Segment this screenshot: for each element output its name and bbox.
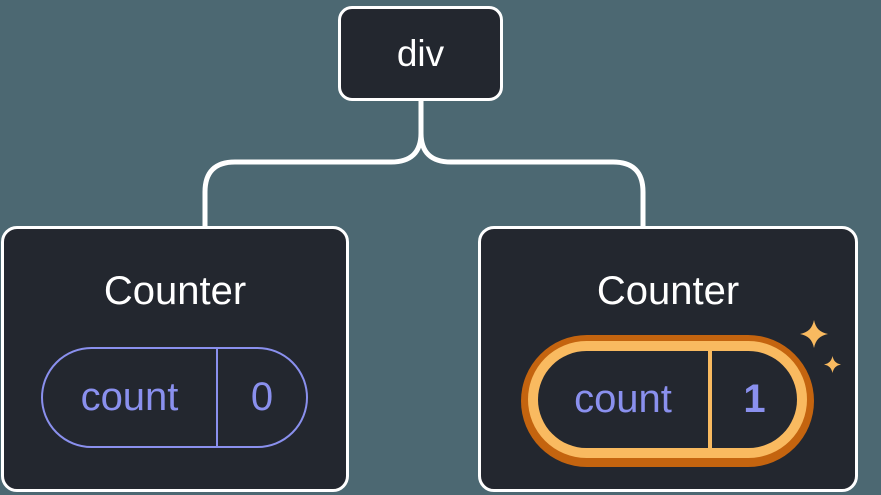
- state-pill-highlight-inner-ring: count 1: [528, 341, 807, 458]
- pill-divider-left: [216, 349, 218, 446]
- state-pill-highlight-ring: count 1: [521, 335, 814, 467]
- root-node-div: div: [338, 6, 503, 101]
- state-pill-right: count 1: [538, 351, 797, 448]
- state-pill-left: count 0: [41, 347, 308, 448]
- state-value-left: 0: [250, 375, 274, 419]
- pill-divider-right: [708, 351, 712, 448]
- sparkle-icon-large: [800, 320, 828, 348]
- connector-branch-left: [202, 98, 424, 230]
- counter-node-left: Counter count 0: [1, 226, 349, 492]
- counter-right-title: Counter: [596, 269, 740, 313]
- connector-branch-right: [418, 98, 646, 230]
- state-value-right: 1: [743, 377, 766, 421]
- sparkle-icon-small: [824, 356, 841, 373]
- root-node-label: div: [396, 32, 445, 74]
- state-name-left: count: [80, 375, 179, 419]
- counter-left-title: Counter: [103, 269, 247, 313]
- counter-node-right: Counter count 1: [478, 226, 858, 492]
- state-name-right: count: [574, 377, 672, 421]
